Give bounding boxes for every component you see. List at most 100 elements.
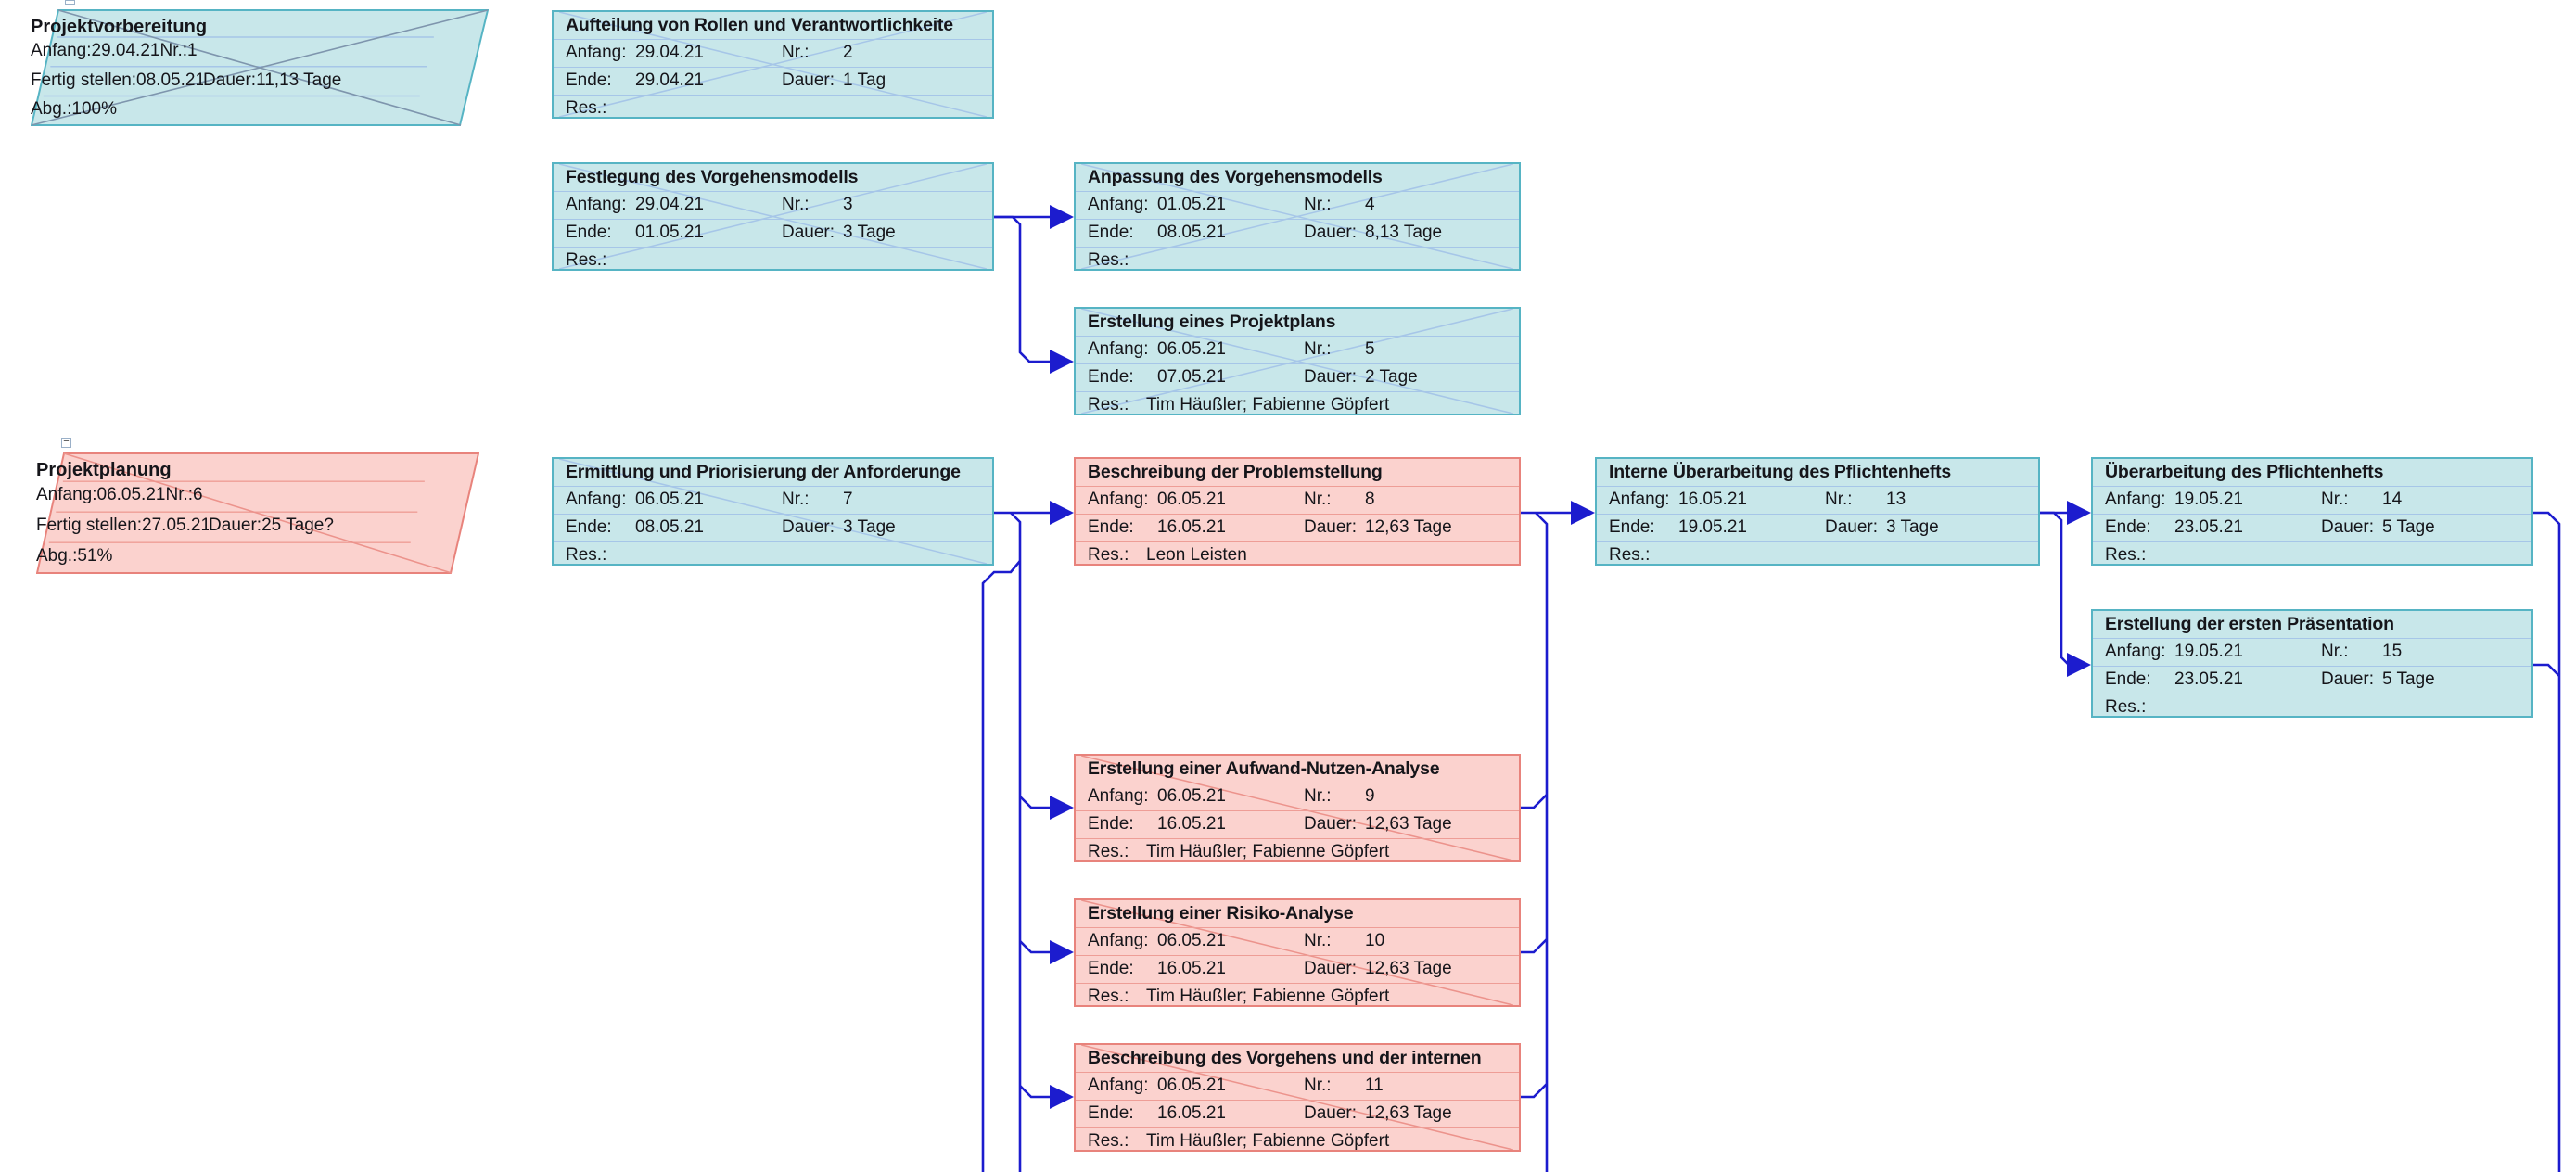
duration-label: Dauer: xyxy=(1304,367,1358,387)
end-label: Ende: xyxy=(566,70,612,90)
task-title: Aufteilung von Rollen und Verantwortlich… xyxy=(566,15,953,35)
duration-label: Dauer: xyxy=(209,516,262,536)
link-line xyxy=(1019,1085,1050,1099)
nr-value: 13 xyxy=(1886,490,1906,509)
end-value: 16.05.21 xyxy=(1157,814,1226,834)
link-arrowhead-icon xyxy=(1050,1085,1074,1109)
node-row: Interne Überarbeitung des Pflichtenhefts xyxy=(1597,459,2038,487)
finish-value: 08.05.21 xyxy=(136,70,204,90)
node-row: Res.: xyxy=(2093,542,2531,569)
resources-label: Res.: xyxy=(566,250,607,270)
nr-value: 5 xyxy=(1365,339,1375,359)
collapse-minus-button[interactable]: − xyxy=(61,437,71,448)
nr-value: 15 xyxy=(2382,642,2403,661)
link-arrowhead-icon xyxy=(1571,501,1595,525)
nr-value: 9 xyxy=(1365,786,1375,806)
complete-value: 51% xyxy=(77,545,113,566)
resources-label: Res.: xyxy=(1088,1131,1129,1151)
link-line xyxy=(1019,940,1050,954)
nr-label: Nr.: xyxy=(782,195,810,214)
start-value: 06.05.21 xyxy=(96,485,166,505)
nr-label: Nr.: xyxy=(782,43,810,62)
link-line xyxy=(2533,511,2561,1172)
node-row: Aufteilung von Rollen und Verantwortlich… xyxy=(554,12,992,40)
duration-label: Dauer: xyxy=(203,70,257,90)
progress-marks-icon xyxy=(558,164,988,269)
collapse-minus-button[interactable] xyxy=(65,0,75,5)
link-arrowhead-icon xyxy=(2067,653,2091,677)
end-label: Ende: xyxy=(2105,669,2151,689)
duration-label: Dauer: xyxy=(1304,959,1358,978)
node-row: Res.: xyxy=(554,542,992,569)
task-title: Erstellung eines Projektplans xyxy=(1088,312,1336,332)
link-arrowhead-icon xyxy=(2067,501,2091,525)
task-title: Überarbeitung des Pflichtenhefts xyxy=(2105,462,2384,482)
link-arrowhead-icon xyxy=(1050,796,1074,820)
resources-label: Res.: xyxy=(566,545,607,565)
finish-label: Fertig stellen: xyxy=(31,70,137,90)
node-row: Projektplanung xyxy=(36,460,479,480)
start-value: 06.05.21 xyxy=(1157,786,1226,806)
task-node-2[interactable]: Aufteilung von Rollen und Verantwortlich… xyxy=(552,10,994,119)
task-node-7[interactable]: Ermittlung und Priorisierung der Anforde… xyxy=(552,457,994,566)
node-row: Res.: xyxy=(554,96,992,122)
node-row: Res.: Tim Häußler; Fabienne Göpfert xyxy=(1076,1128,1519,1155)
resources-label: Res.: xyxy=(1088,545,1129,565)
end-value: 07.05.21 xyxy=(1157,367,1226,387)
duration-label: Dauer: xyxy=(1304,223,1358,242)
task-title: Erstellung einer Aufwand-Nutzen-Analyse xyxy=(1088,758,1440,779)
nr-label: Nr.: xyxy=(1304,195,1332,214)
finish-value: 27.05.21 xyxy=(142,516,210,536)
duration-label: Dauer: xyxy=(2321,517,2375,537)
duration-value: 12,63 Tage xyxy=(1365,517,1452,537)
nr-label: Nr.: xyxy=(1304,490,1332,509)
nr-value: 1 xyxy=(187,41,198,61)
progress-marks-icon xyxy=(1081,1045,1513,1150)
node-row: Res.: xyxy=(554,248,992,274)
resources-label: Res.: xyxy=(1609,545,1651,565)
end-value: 16.05.21 xyxy=(1157,517,1226,537)
start-value: 16.05.21 xyxy=(1678,490,1747,509)
node-row: Beschreibung der Problemstellung xyxy=(1076,459,1519,487)
nr-label: Nr.: xyxy=(782,490,810,509)
resources-label: Res.: xyxy=(1088,395,1129,414)
task-node-13[interactable]: Interne Überarbeitung des Pflichtenhefts… xyxy=(1595,457,2040,566)
resources-value: Tim Häußler; Fabienne Göpfert xyxy=(1146,842,1390,861)
task-node-11[interactable]: Beschreibung des Vorgehens und der inter… xyxy=(1074,1043,1521,1152)
resources-value: Tim Häußler; Fabienne Göpfert xyxy=(1146,1131,1390,1151)
link-line xyxy=(1019,796,1050,809)
node-row: Res.:Tim Häußler; Fabienne Göpfert xyxy=(1076,984,1519,1011)
duration-value: 5 Tage xyxy=(2382,517,2435,537)
start-label: Anfang: xyxy=(566,490,627,509)
task-title: Interne Überarbeitung des Pflichtenhefts xyxy=(1609,462,1952,482)
node-row: Ermittlung und Priorisierung der Anforde… xyxy=(554,459,992,487)
end-label: Ende: xyxy=(1088,367,1134,387)
link-line xyxy=(1535,512,1549,1172)
end-value: 16.05.21 xyxy=(1157,1103,1226,1123)
node-row: Erstellung einer Risiko-Analyse xyxy=(1076,900,1519,928)
